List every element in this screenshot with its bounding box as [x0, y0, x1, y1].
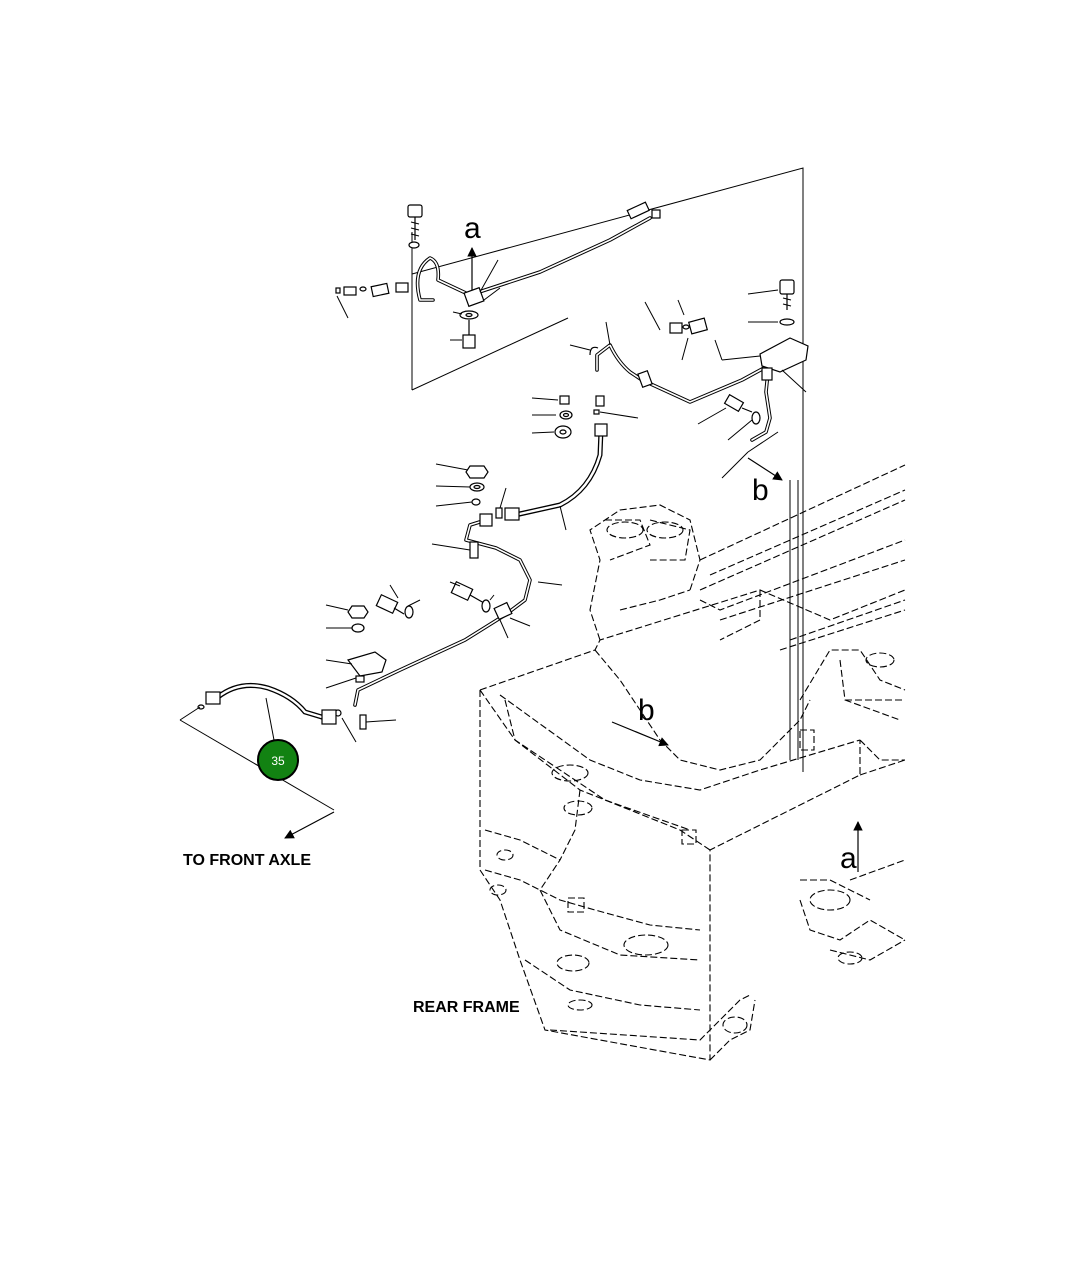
detail-a-parts [335, 201, 661, 349]
view-marker-b-upper: b [752, 474, 769, 507]
upper-tube-assembly [504, 279, 809, 531]
view-marker-b-lower: b [638, 694, 655, 727]
callout-number: 35 [271, 754, 285, 768]
to-front-axle-label: TO FRONT AXLE [183, 852, 311, 869]
view-marker-a-top: a [464, 212, 481, 245]
middle-tube-assembly [325, 463, 563, 743]
detail-a-panel [411, 167, 804, 772]
callout-35[interactable]: 35 [257, 739, 299, 781]
lower-hose-assembly [179, 683, 337, 839]
view-marker-a-lower: a [840, 842, 857, 875]
rear-frame-label: REAR FRAME [413, 999, 520, 1016]
rear-frame-outline [479, 464, 906, 1061]
